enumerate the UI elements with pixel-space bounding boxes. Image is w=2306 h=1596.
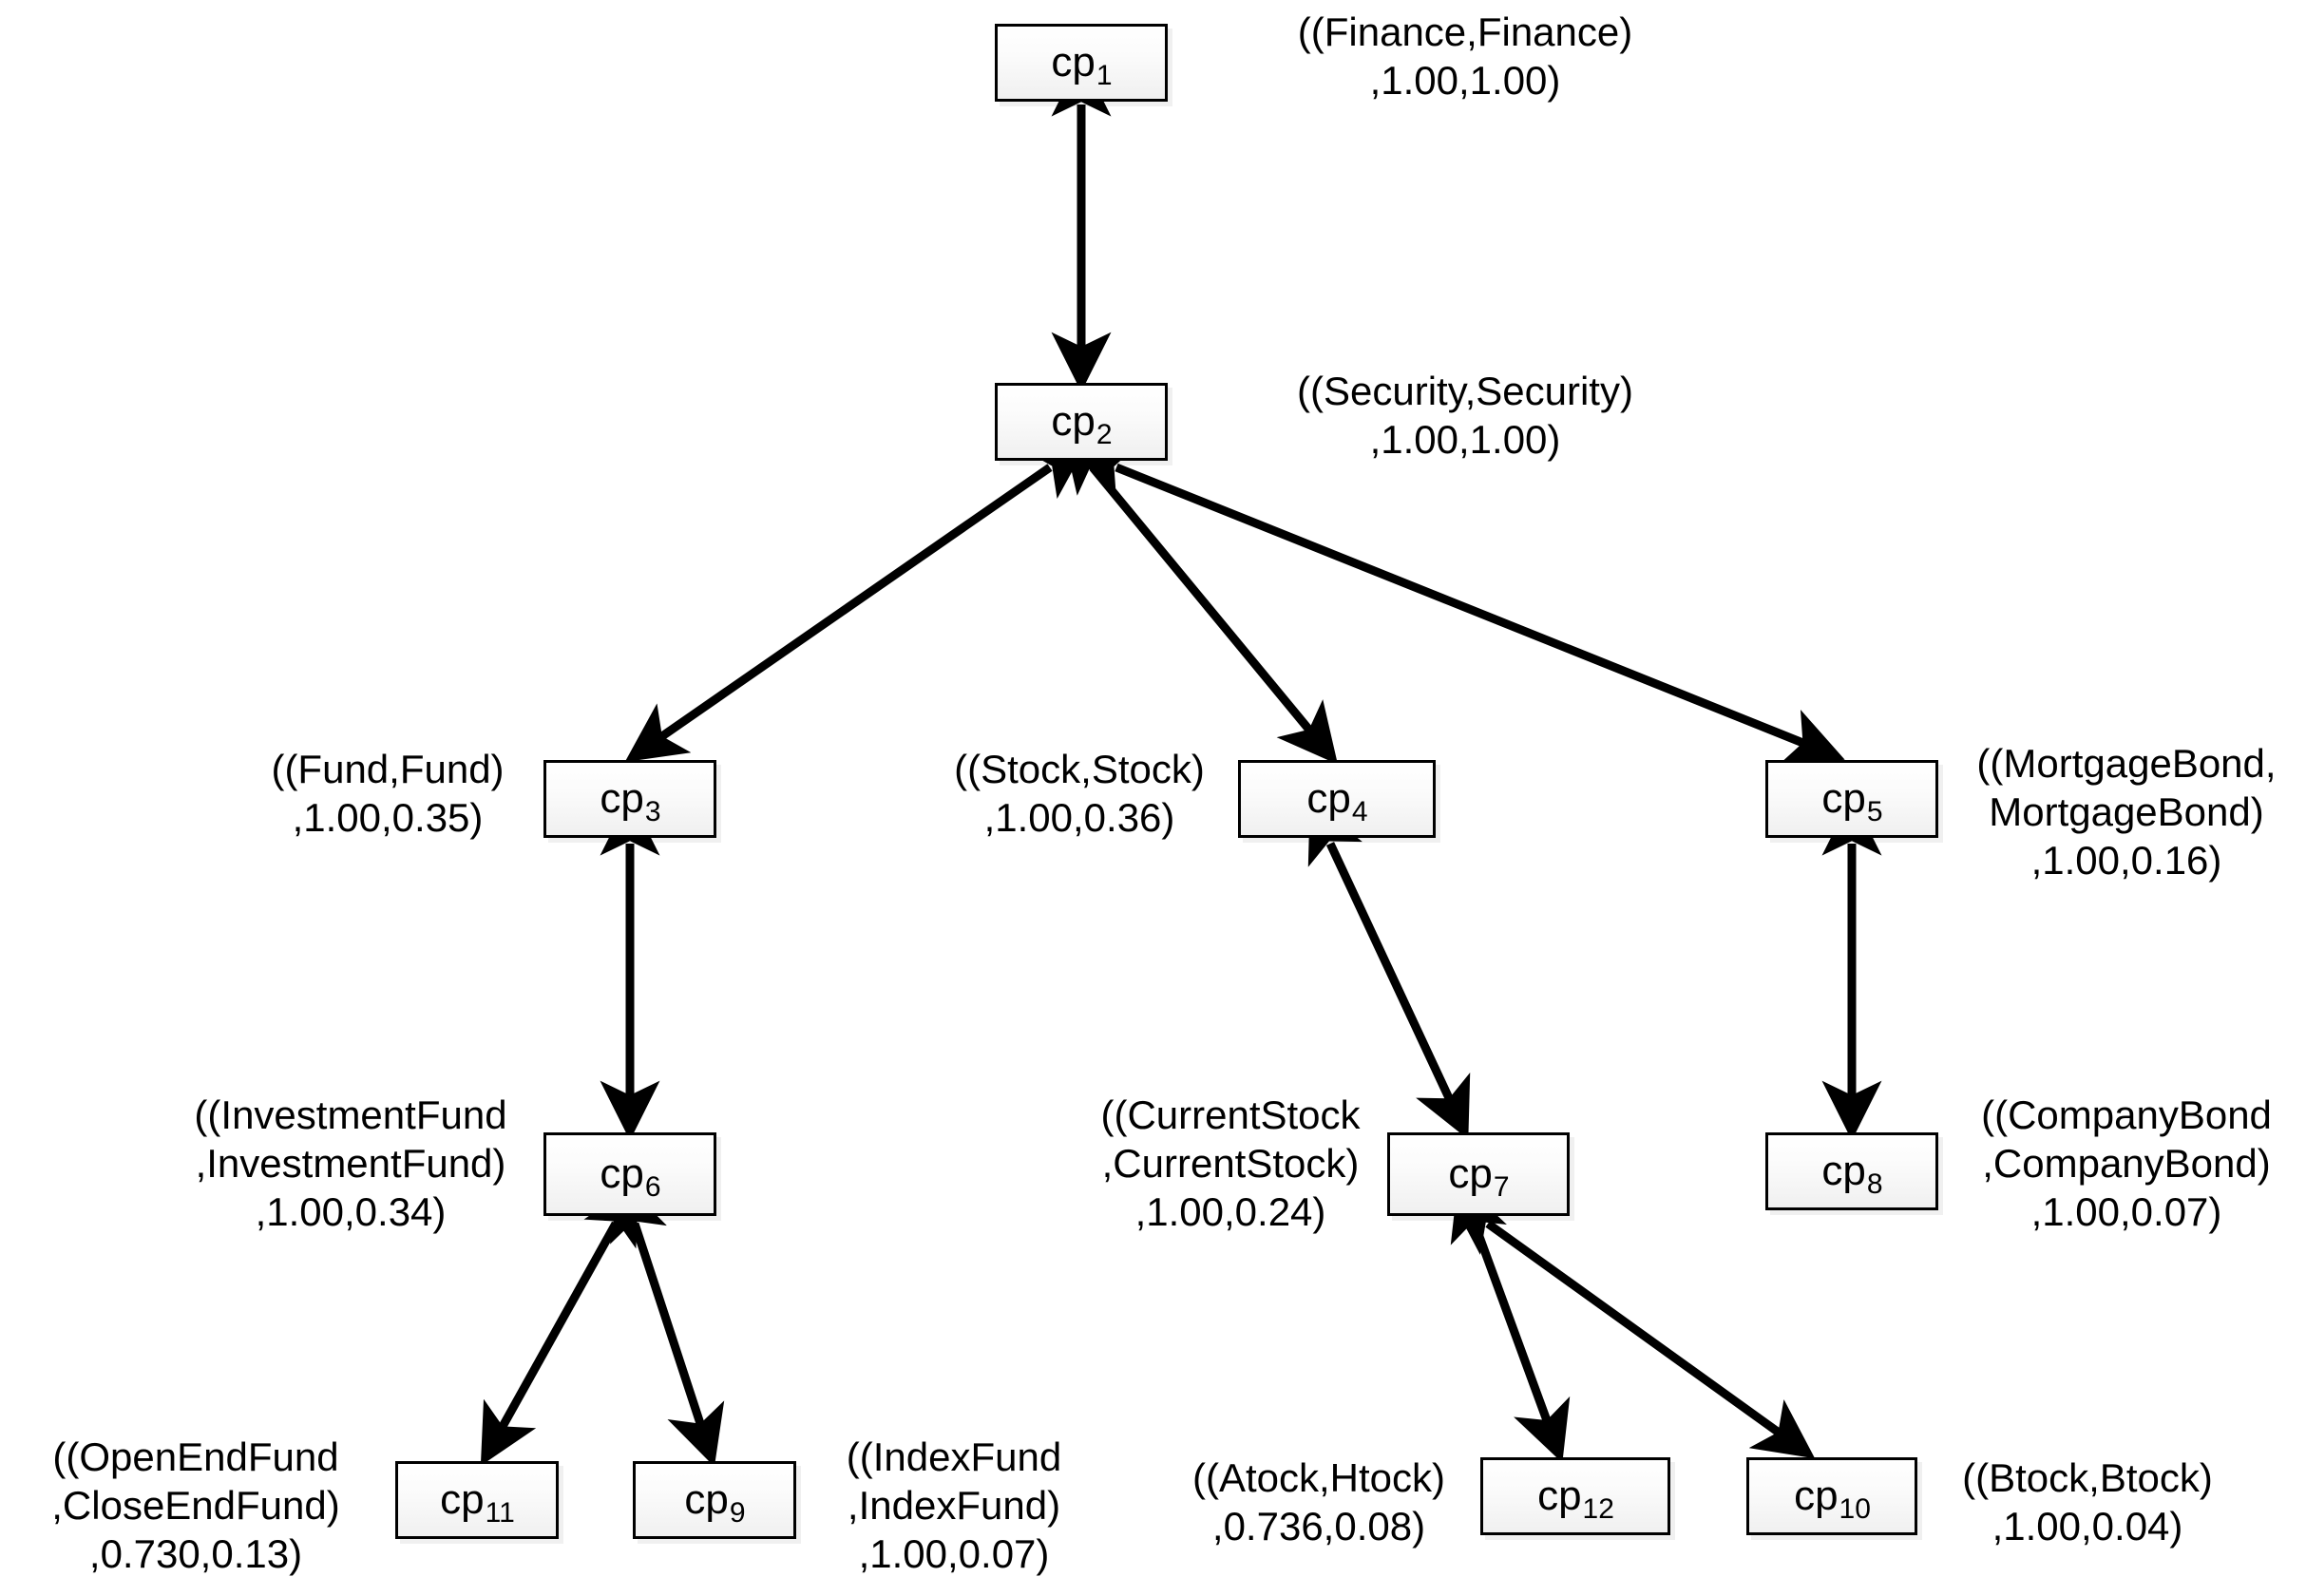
node-cp6[interactable]: cp6 bbox=[543, 1132, 716, 1216]
node-base-cp8: cp bbox=[1821, 1148, 1866, 1194]
annotation-line: ,CompanyBond) bbox=[1982, 1141, 2271, 1187]
node-cp5[interactable]: cp5 bbox=[1765, 760, 1938, 838]
node-cp11[interactable]: cp11 bbox=[395, 1461, 559, 1539]
node-label-cp12: cp12 bbox=[1537, 1472, 1614, 1524]
annotation-cp4: ((Stock,Stock),1.00,0.36) bbox=[937, 745, 1222, 842]
annotation-line: ,0.730,0.13) bbox=[88, 1531, 303, 1577]
edge-cp4-cp7 bbox=[1307, 800, 1471, 1140]
annotation-cp8: ((CompanyBond,CompanyBond),1.00,0.07) bbox=[1955, 1091, 2297, 1237]
annotation-line: ,1.00,1.00) bbox=[1369, 58, 1561, 104]
node-cp3[interactable]: cp3 bbox=[543, 760, 716, 838]
node-cp9[interactable]: cp9 bbox=[633, 1461, 796, 1539]
node-label-cp1: cp1 bbox=[1051, 39, 1112, 90]
annotation-line: ((CurrentStock bbox=[1100, 1092, 1361, 1137]
node-label-cp4: cp4 bbox=[1306, 775, 1367, 826]
edge-cp7-cp10 bbox=[1449, 1195, 1816, 1459]
annotation-cp7: ((CurrentStock,CurrentStock),1.00,0.24) bbox=[1083, 1091, 1378, 1237]
annotation-cp6: ((InvestmentFund,InvestmentFund),1.00,0.… bbox=[167, 1091, 534, 1237]
node-label-cp2: cp2 bbox=[1051, 398, 1112, 449]
node-label-cp8: cp8 bbox=[1821, 1148, 1882, 1199]
node-base-cp5: cp bbox=[1821, 775, 1866, 822]
node-subscript-cp11: 11 bbox=[485, 1497, 515, 1529]
node-label-cp5: cp5 bbox=[1821, 775, 1882, 826]
annotation-line: ((Atock,Htock) bbox=[1191, 1455, 1446, 1500]
node-label-cp6: cp6 bbox=[600, 1150, 660, 1202]
node-base-cp2: cp bbox=[1051, 398, 1096, 445]
annotation-line: ((Stock,Stock) bbox=[954, 747, 1205, 791]
annotation-cp11: ((OpenEndFund,CloseEndFund),0.730,0.13) bbox=[8, 1433, 384, 1579]
node-cp8[interactable]: cp8 bbox=[1765, 1132, 1938, 1210]
edge-cp2-cp4 bbox=[1061, 430, 1339, 765]
node-label-cp10: cp10 bbox=[1794, 1472, 1871, 1524]
node-subscript-cp3: 3 bbox=[644, 796, 661, 827]
node-subscript-cp10: 10 bbox=[1839, 1493, 1871, 1525]
annotation-line: ((IndexFund bbox=[846, 1434, 1062, 1479]
annotation-line: ,IndexFund) bbox=[847, 1483, 1061, 1529]
node-subscript-cp4: 4 bbox=[1351, 796, 1368, 827]
annotation-line: ,1.00,0.24) bbox=[1134, 1189, 1326, 1235]
annotation-line: ((CompanyBond bbox=[1981, 1092, 2272, 1137]
node-base-cp11: cp bbox=[440, 1476, 485, 1523]
annotation-line: ,1.00,0.34) bbox=[255, 1189, 447, 1235]
annotation-line: ,1.00,1.00) bbox=[1369, 417, 1561, 463]
annotation-line: ,1.00,0.16) bbox=[2030, 838, 2222, 884]
node-subscript-cp12: 12 bbox=[1582, 1493, 1614, 1525]
annotation-line: ,CurrentStock) bbox=[1101, 1141, 1360, 1187]
node-base-cp7: cp bbox=[1448, 1150, 1493, 1197]
annotation-cp9: ((IndexFund,IndexFund),1.00,0.07) bbox=[827, 1433, 1081, 1579]
annotation-line: ,1.00,0.07) bbox=[2030, 1189, 2222, 1235]
annotation-line: ,CloseEndFund) bbox=[51, 1483, 340, 1529]
node-subscript-cp7: 7 bbox=[1493, 1171, 1510, 1203]
annotation-line: ((Fund,Fund) bbox=[271, 747, 505, 791]
annotation-cp10: ((Btock,Btock),1.00,0.04) bbox=[1940, 1454, 2235, 1550]
edge-cp7-cp12 bbox=[1450, 1178, 1571, 1463]
node-label-cp11: cp11 bbox=[440, 1476, 515, 1528]
annotation-line: ((MortgageBond, bbox=[1976, 741, 2277, 786]
node-cp10[interactable]: cp10 bbox=[1746, 1457, 1917, 1535]
node-cp4[interactable]: cp4 bbox=[1238, 760, 1436, 838]
annotation-cp2: ((Security,Security),1.00,1.00) bbox=[1199, 367, 1731, 464]
node-cp2[interactable]: cp2 bbox=[995, 383, 1168, 461]
node-base-cp10: cp bbox=[1794, 1472, 1839, 1519]
edge-cp2-cp5 bbox=[1072, 444, 1845, 766]
node-subscript-cp6: 6 bbox=[644, 1171, 661, 1203]
node-subscript-cp5: 5 bbox=[1866, 796, 1883, 827]
edge-cp6-cp9 bbox=[609, 1178, 725, 1467]
edge-cp2-cp3 bbox=[624, 440, 1090, 763]
annotation-line: ((Btock,Btock) bbox=[1962, 1455, 2213, 1500]
node-subscript-cp2: 2 bbox=[1096, 419, 1113, 450]
node-base-cp1: cp bbox=[1051, 39, 1096, 86]
node-cp12[interactable]: cp12 bbox=[1480, 1457, 1670, 1535]
annotation-line: ((Security,Security) bbox=[1297, 369, 1633, 413]
annotation-cp1: ((Finance,Finance),1.00,1.00) bbox=[1199, 8, 1731, 104]
annotation-line: ,1.00,0.36) bbox=[983, 795, 1175, 841]
annotation-line: ,1.00,0.04) bbox=[1992, 1504, 2183, 1549]
node-label-cp7: cp7 bbox=[1448, 1150, 1509, 1202]
annotation-line: ,1.00,0.07) bbox=[858, 1531, 1050, 1577]
node-subscript-cp1: 1 bbox=[1096, 60, 1113, 91]
annotation-cp3: ((Fund,Fund),1.00,0.35) bbox=[245, 745, 530, 842]
node-base-cp9: cp bbox=[684, 1476, 729, 1523]
node-base-cp3: cp bbox=[600, 775, 644, 822]
annotation-line: ,InvestmentFund) bbox=[195, 1141, 506, 1187]
annotation-line: ((InvestmentFund bbox=[194, 1092, 507, 1137]
node-cp7[interactable]: cp7 bbox=[1387, 1132, 1570, 1216]
node-base-cp6: cp bbox=[600, 1150, 644, 1197]
edge-cp6-cp11 bbox=[480, 1181, 639, 1467]
node-base-cp12: cp bbox=[1537, 1472, 1582, 1519]
annotation-cp12: ((Atock,Htock),0.736,0.08) bbox=[1172, 1454, 1465, 1550]
node-label-cp3: cp3 bbox=[600, 775, 660, 826]
node-cp1[interactable]: cp1 bbox=[995, 24, 1168, 102]
annotation-line: ,0.736,0.08) bbox=[1211, 1504, 1426, 1549]
node-label-cp9: cp9 bbox=[684, 1476, 745, 1528]
node-subscript-cp8: 8 bbox=[1866, 1168, 1883, 1200]
node-base-cp4: cp bbox=[1306, 775, 1351, 822]
annotation-line: ((Finance,Finance) bbox=[1297, 10, 1633, 54]
node-subscript-cp9: 9 bbox=[729, 1497, 746, 1529]
annotation-cp5: ((MortgageBond,MortgageBond),1.00,0.16) bbox=[1955, 739, 2297, 885]
annotation-line: ,1.00,0.35) bbox=[292, 795, 484, 841]
annotation-line: MortgageBond) bbox=[1989, 789, 2264, 835]
annotation-line: ((OpenEndFund bbox=[52, 1434, 339, 1479]
